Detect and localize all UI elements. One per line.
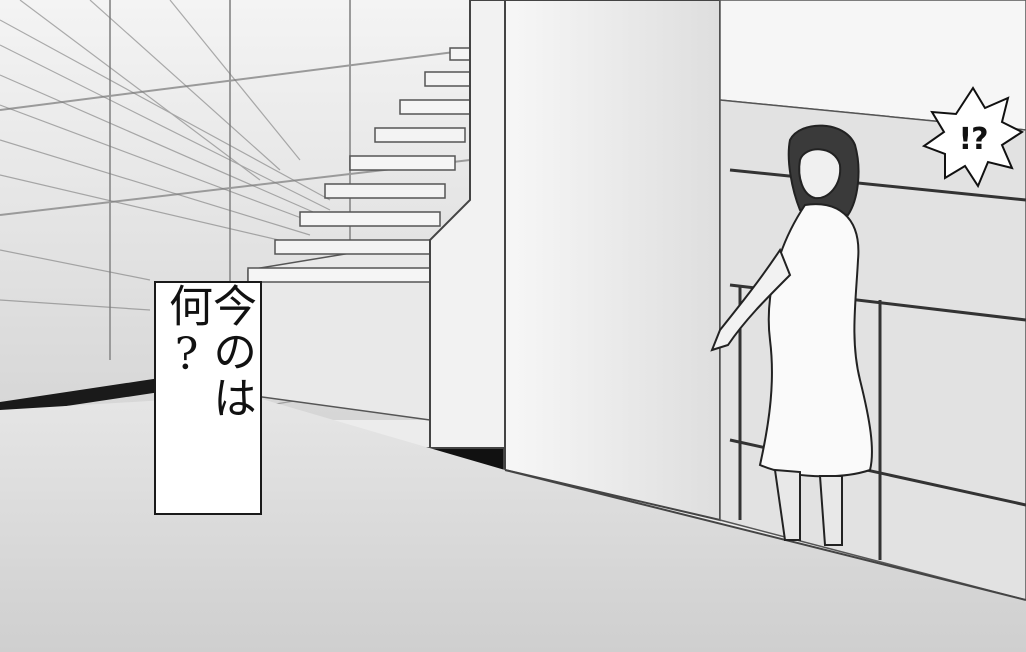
caption-text: 今のは何?	[161, 283, 256, 421]
face	[798, 148, 842, 200]
staircase	[247, 47, 481, 421]
exclamation-burst	[921, 86, 1025, 189]
exclamation-text: !?	[958, 121, 988, 157]
pillar	[421, 0, 721, 522]
legs	[773, 468, 843, 546]
ceiling	[719, 0, 1026, 131]
arm	[710, 247, 792, 352]
caption-box: 今のは何?	[154, 281, 262, 515]
woman-figure	[710, 124, 873, 546]
handrail	[0, 378, 160, 416]
